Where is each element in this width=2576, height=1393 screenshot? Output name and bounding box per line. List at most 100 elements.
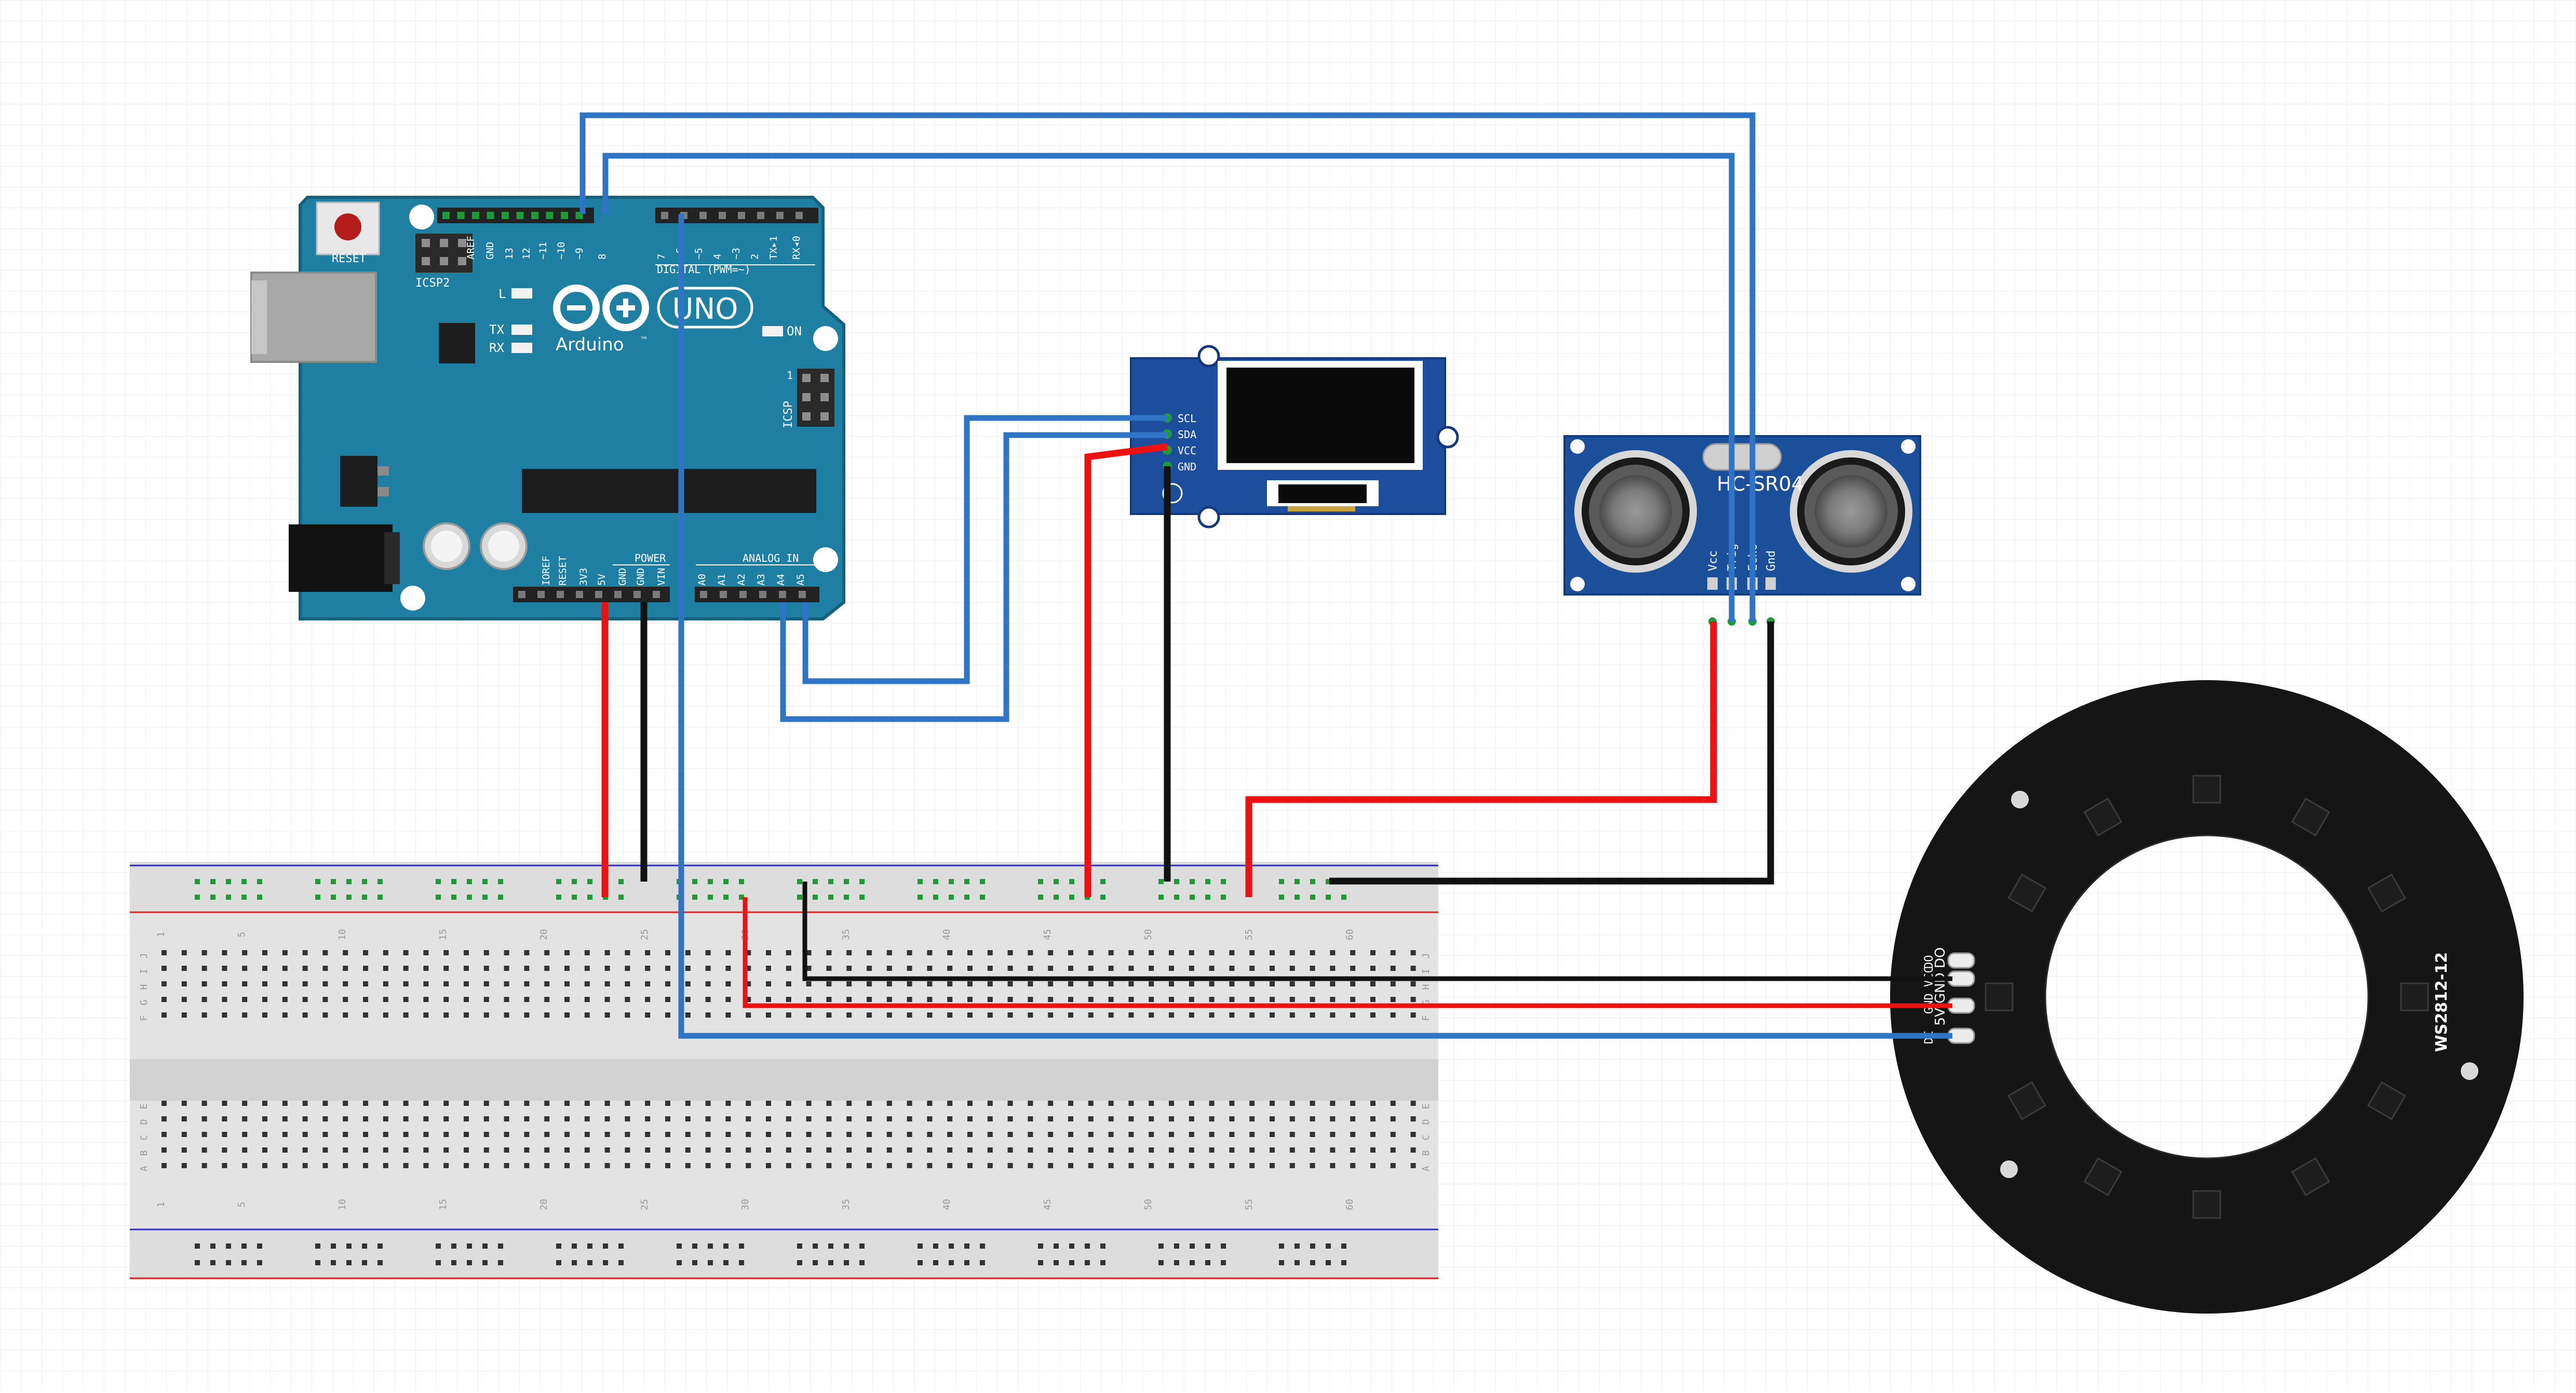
l-led bbox=[511, 288, 532, 299]
column-number: 25 bbox=[639, 1199, 650, 1210]
terminal-holes bbox=[161, 950, 1416, 1168]
column-number: 60 bbox=[1344, 1199, 1355, 1210]
digital-pin-label: TX▸1 bbox=[768, 236, 779, 260]
mount-hole bbox=[409, 205, 434, 229]
analog-pin-label: A4 bbox=[775, 574, 787, 586]
mount-hole bbox=[2000, 1160, 2018, 1178]
row-letter: F bbox=[139, 1016, 150, 1021]
column-number: 20 bbox=[538, 1199, 549, 1210]
atmega328-chip bbox=[522, 469, 816, 513]
column-number: 5 bbox=[236, 932, 247, 938]
row-letter: C bbox=[1421, 1135, 1432, 1141]
ring-model-label: WS2812-12 bbox=[2433, 952, 2451, 1052]
analog-pin-label: A5 bbox=[795, 574, 806, 586]
center-channel bbox=[130, 1059, 1438, 1101]
column-number: 40 bbox=[941, 929, 952, 940]
digital-pin-label: 12 bbox=[521, 248, 532, 260]
row-letter: J bbox=[139, 953, 150, 959]
column-number: 35 bbox=[841, 1199, 852, 1210]
column-number: 30 bbox=[740, 1199, 751, 1210]
row-letter: B bbox=[1421, 1151, 1432, 1156]
reset-button-cap[interactable] bbox=[334, 213, 361, 240]
usb-chip bbox=[439, 323, 475, 363]
mount-hole bbox=[1570, 439, 1585, 454]
on-led-label: ON bbox=[787, 324, 802, 339]
row-letter: J bbox=[1421, 953, 1432, 959]
column-number: 1 bbox=[156, 1202, 167, 1208]
column-number: 10 bbox=[337, 1199, 348, 1210]
led-pixel bbox=[2291, 1157, 2330, 1196]
column-number: 5 bbox=[236, 1202, 247, 1208]
led-pixel bbox=[2291, 797, 2330, 837]
wire-trig-blue bbox=[579, 112, 1756, 621]
sensor-pin-label: Gnd bbox=[1765, 550, 1778, 571]
wire-echo-blue bbox=[602, 153, 1735, 621]
mount-hole bbox=[1436, 426, 1459, 449]
power-pin-label: 3V3 bbox=[578, 568, 589, 586]
led-pixel bbox=[1985, 982, 2014, 1011]
brand-label: Arduino bbox=[556, 334, 624, 355]
row-letter: H bbox=[139, 984, 150, 990]
wire-sensor-vcc-red bbox=[1245, 621, 1717, 897]
wire-scl-blue bbox=[802, 415, 1167, 684]
row-letter: G bbox=[139, 1000, 150, 1006]
column-number: 60 bbox=[1344, 929, 1355, 940]
row-letter: D bbox=[139, 1119, 150, 1125]
power-header-label: POWER bbox=[635, 552, 666, 564]
icsp-pin1-label: 1 bbox=[787, 369, 793, 382]
digital-pin-label: RX◂0 bbox=[791, 236, 802, 260]
uno-badge bbox=[657, 287, 753, 329]
wire-ring-data-blue bbox=[678, 214, 1952, 1039]
column-number: 20 bbox=[538, 929, 549, 940]
row-letter: F bbox=[1421, 1016, 1432, 1021]
dc-power-jack bbox=[289, 524, 393, 592]
digital-pin-label: 2 bbox=[749, 254, 761, 260]
power-pin-label: 5V bbox=[596, 574, 608, 586]
row-letter: E bbox=[1421, 1104, 1432, 1110]
mount-hole bbox=[1570, 577, 1585, 591]
led-pixel bbox=[2007, 1081, 2047, 1120]
power-pin-label: IOREF bbox=[541, 556, 552, 586]
analog-pin-label: A3 bbox=[756, 574, 767, 586]
ring-pad-label: DO bbox=[1923, 955, 1936, 969]
led-pixel bbox=[2367, 873, 2406, 913]
led-pixel bbox=[2083, 797, 2123, 837]
digital-pin-label: ~11 bbox=[537, 242, 549, 260]
tx-led bbox=[511, 324, 532, 335]
column-numbers: 1155101015152020252530303535404045455050… bbox=[156, 929, 1355, 1210]
led-pixel bbox=[2400, 982, 2429, 1011]
digital-pin-label: GND bbox=[484, 242, 496, 260]
row-letter: I bbox=[139, 969, 150, 975]
receiver-transducer-icon bbox=[1790, 450, 1912, 573]
wire-sda-blue bbox=[780, 432, 1167, 722]
column-number: 35 bbox=[841, 929, 852, 940]
oled-pin-label: VCC bbox=[1178, 444, 1196, 457]
digital-pin-label: ~9 bbox=[574, 248, 585, 260]
digital-pin-label: 7 bbox=[656, 254, 667, 260]
l-led-label: L bbox=[498, 287, 506, 301]
mount-hole bbox=[1901, 439, 1916, 454]
mount-hole bbox=[2461, 1062, 2478, 1080]
row-letter: C bbox=[139, 1135, 150, 1141]
wire-oled-vcc-red bbox=[1084, 443, 1168, 897]
mount-hole bbox=[400, 586, 425, 611]
ring-pcb bbox=[1890, 680, 2524, 1314]
wire-ring-gnd-black bbox=[802, 882, 1952, 981]
breadboard: 1155101015152020252530303535404045455050… bbox=[130, 862, 1438, 1280]
ring-leds bbox=[1985, 775, 2429, 1219]
column-number: 25 bbox=[639, 929, 650, 940]
mount-hole bbox=[1197, 345, 1220, 368]
column-number: 1 bbox=[156, 932, 167, 938]
grove-logo-icon bbox=[1162, 483, 1183, 504]
crystal-oscillator bbox=[1702, 443, 1782, 471]
column-number: 45 bbox=[1042, 1199, 1053, 1210]
trademark-label: ™ bbox=[640, 335, 648, 345]
